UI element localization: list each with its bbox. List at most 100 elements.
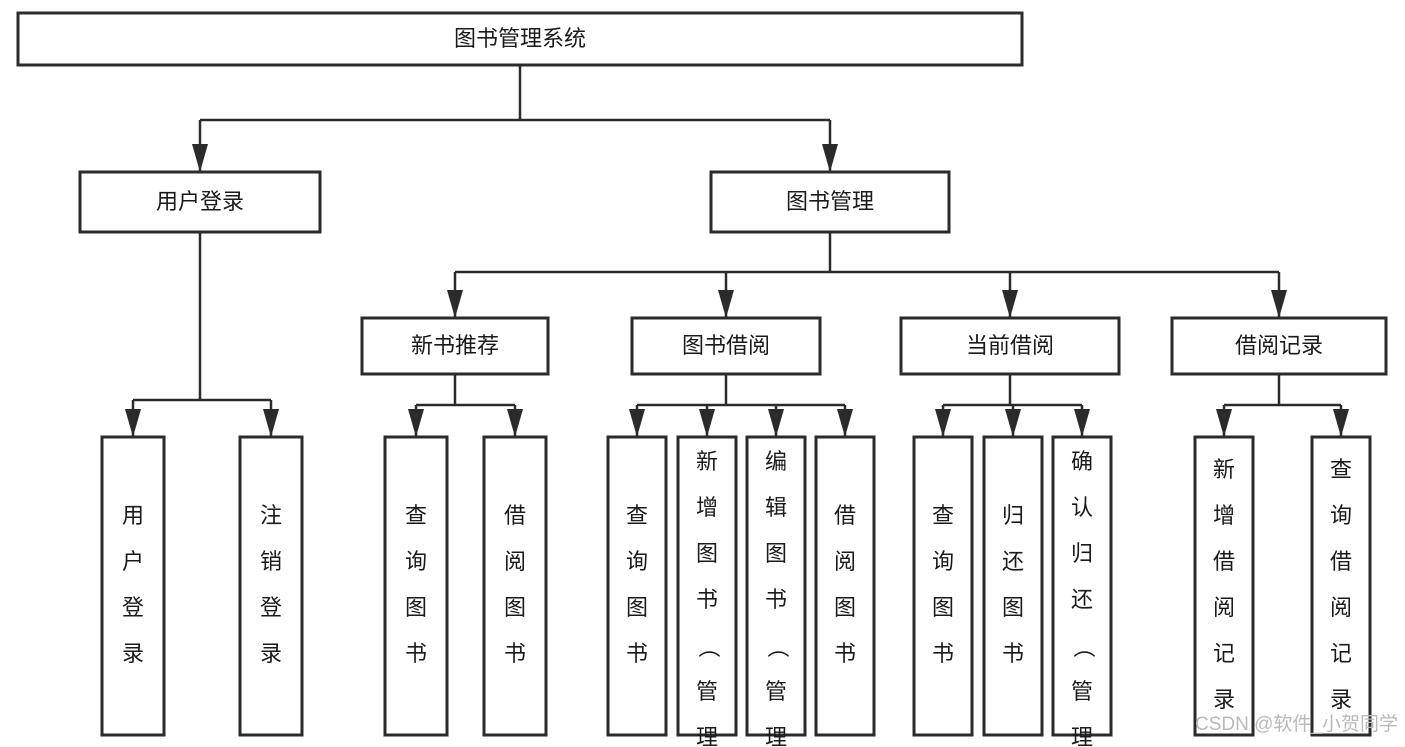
arrow-head-icon <box>718 290 734 318</box>
node-label-char: 理 <box>765 725 787 747</box>
node-label-char: 新 <box>1213 457 1235 482</box>
node-label-char: 记 <box>1330 641 1352 666</box>
arrow-head-icon <box>935 409 951 437</box>
node-label-current-borrow: 当前借阅 <box>966 333 1054 358</box>
node-box-leaf-edit-book[interactable] <box>745 435 807 737</box>
node-label-char: 编 <box>765 449 787 474</box>
node-box-leaf-borrow-book[interactable] <box>814 435 876 737</box>
node-label-char: 查 <box>932 503 954 528</box>
node-box-book-management[interactable] <box>709 170 951 234</box>
node-label-char: 还 <box>1002 549 1024 574</box>
node-label-char: 图 <box>1002 595 1024 620</box>
node-box-leaf-query-book-recommend[interactable] <box>383 435 449 737</box>
node-label-char: （ <box>765 636 790 658</box>
arrow-head-icon <box>1216 409 1232 437</box>
node-box-book-borrow[interactable] <box>630 316 822 376</box>
node-box-leaf-add-book[interactable] <box>676 435 738 737</box>
node-label-char: 增 <box>1213 503 1235 528</box>
arrow-head-icon <box>837 409 853 437</box>
node-book-management[interactable]: 图书管理 <box>709 170 951 234</box>
node-label-char: 录 <box>1213 687 1235 712</box>
node-label-char: 还 <box>1071 587 1093 612</box>
node-label-char: 新 <box>696 449 718 474</box>
node-borrow-record[interactable]: 借阅记录 <box>1170 316 1388 376</box>
node-label-char: （ <box>1071 636 1096 658</box>
arrow-head-icon <box>125 409 141 437</box>
node-label-char: 录 <box>122 641 144 666</box>
node-label-char: 书 <box>1002 641 1024 666</box>
node-label-char: 阅 <box>504 549 526 574</box>
node-label-root: 图书管理系统 <box>454 26 586 51</box>
node-label-char: 户 <box>122 549 144 574</box>
arrow-head-icon <box>1074 409 1090 437</box>
node-current-borrow[interactable]: 当前借阅 <box>899 316 1121 376</box>
node-box-leaf-query-book-borrow[interactable] <box>606 435 668 737</box>
arrow-head-icon <box>192 144 208 172</box>
node-label-char: 借 <box>1213 549 1235 574</box>
node-label-char: 借 <box>1330 549 1352 574</box>
node-label-char: 阅 <box>1213 595 1235 620</box>
node-box-new-book-recommend[interactable] <box>360 316 550 376</box>
arrow-head-icon <box>447 290 463 318</box>
node-label-char: 图 <box>405 595 427 620</box>
node-label-char: 阅 <box>1330 595 1352 620</box>
node-book-borrow[interactable]: 图书借阅 <box>630 316 822 376</box>
node-label-char: 注 <box>260 503 282 528</box>
arrow-head-icon <box>1002 290 1018 318</box>
node-label-char: 借 <box>504 503 526 528</box>
node-label-char: 书 <box>405 641 427 666</box>
node-root[interactable]: 图书管理系统 <box>16 11 1024 67</box>
node-user-login[interactable]: 用户登录 <box>78 170 322 234</box>
node-box-leaf-confirm-return[interactable] <box>1051 435 1113 737</box>
node-leaf-user-login[interactable]: 用户登录 <box>100 435 166 737</box>
node-box-leaf-query-book-current[interactable] <box>912 435 974 737</box>
node-label-borrow-record: 借阅记录 <box>1235 333 1323 358</box>
node-label-char: 查 <box>405 503 427 528</box>
arrow-head-icon <box>507 409 523 437</box>
node-box-leaf-add-borrow-record[interactable] <box>1193 435 1255 737</box>
node-label-char: 理 <box>1071 725 1093 747</box>
node-label-char: 确 <box>1071 449 1093 474</box>
node-label-char: 登 <box>122 595 144 620</box>
node-box-leaf-borrow-book-recommend[interactable] <box>482 435 548 737</box>
node-label-char: 管 <box>696 679 718 704</box>
node-label-char: 查 <box>1330 457 1352 482</box>
node-label-char: 书 <box>834 641 856 666</box>
arrow-head-icon <box>1005 409 1021 437</box>
node-box-leaf-user-login[interactable] <box>100 435 166 737</box>
node-box-leaf-return-book[interactable] <box>982 435 1044 737</box>
node-box-user-login[interactable] <box>78 170 322 234</box>
node-label-char: 用 <box>122 503 144 528</box>
node-box-current-borrow[interactable] <box>899 316 1121 376</box>
arrow-head-icon <box>1271 290 1287 318</box>
arrow-head-icon <box>768 409 784 437</box>
node-box-leaf-logout[interactable] <box>238 435 304 737</box>
node-label-char: 询 <box>1330 503 1352 528</box>
node-label-char: 询 <box>626 549 648 574</box>
node-box-borrow-record[interactable] <box>1170 316 1388 376</box>
node-label-char: 录 <box>1330 687 1352 712</box>
node-box-root[interactable] <box>16 11 1024 67</box>
node-label-char: 管 <box>1071 679 1093 704</box>
node-label-char: 书 <box>696 587 718 612</box>
node-label-char: 阅 <box>834 549 856 574</box>
arrow-head-icon <box>822 144 838 172</box>
node-new-book-recommend[interactable]: 新书推荐 <box>360 316 550 376</box>
node-box-leaf-query-borrow-record[interactable] <box>1310 435 1372 737</box>
node-label-char: 录 <box>260 641 282 666</box>
node-label-char: 理 <box>696 725 718 747</box>
node-label-char: 图 <box>932 595 954 620</box>
